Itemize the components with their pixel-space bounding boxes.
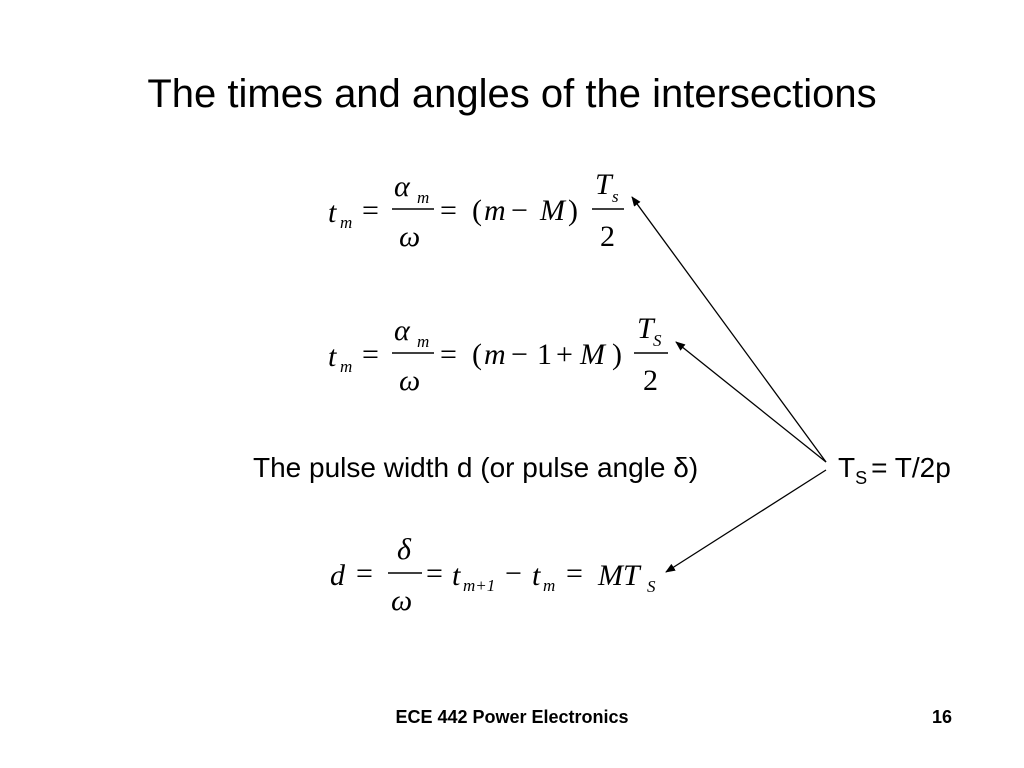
svg-text:t: t: [532, 559, 541, 592]
svg-text:=: =: [440, 338, 457, 371]
pulse-width-text: The pulse width d (or pulse angle δ): [253, 452, 699, 483]
svg-text:ω: ω: [399, 220, 420, 253]
equation-1: t m = α m ω = ( m − M ) T s 2: [328, 168, 624, 253]
svg-text:S: S: [647, 577, 656, 596]
svg-text:m: m: [484, 194, 506, 227]
arrow-to-eq2: [675, 341, 827, 463]
svg-text:): ): [612, 338, 622, 371]
svg-text:m: m: [484, 338, 506, 371]
svg-text:1: 1: [537, 338, 552, 371]
svg-text:ω: ω: [391, 584, 412, 617]
arrow-to-eq3: [665, 469, 827, 573]
svg-text:): ): [568, 194, 578, 227]
svg-text:−: −: [505, 557, 522, 590]
svg-text:d: d: [330, 559, 346, 592]
ts-subscript: S: [855, 468, 868, 488]
svg-text:M: M: [539, 194, 567, 227]
slide-title: The times and angles of the intersection…: [147, 72, 877, 116]
svg-text:S: S: [653, 331, 662, 350]
svg-text:+: +: [556, 338, 573, 371]
svg-text:2: 2: [643, 364, 658, 397]
svg-text:M: M: [579, 338, 607, 371]
svg-text:t: t: [328, 340, 337, 373]
svg-text:m+1: m+1: [463, 576, 495, 595]
svg-text:2: 2: [600, 220, 615, 253]
arrow-to-eq1: [631, 196, 827, 463]
svg-text:m: m: [417, 332, 429, 351]
svg-text:T: T: [595, 168, 614, 201]
svg-text:=: =: [566, 557, 583, 590]
svg-text:=: =: [356, 557, 373, 590]
svg-text:−: −: [511, 194, 528, 227]
svg-text:−: −: [511, 338, 528, 371]
svg-text:α: α: [394, 314, 411, 347]
svg-text:ω: ω: [399, 364, 420, 397]
svg-text:T: T: [637, 312, 656, 345]
svg-text:=: =: [426, 557, 443, 590]
svg-text:=: =: [362, 338, 379, 371]
ts-main: T: [838, 452, 856, 483]
svg-text:m: m: [543, 576, 555, 595]
equation-3: d = δ ω = t m+1 − t m = MT S: [330, 533, 656, 617]
svg-text:t: t: [452, 559, 461, 592]
footer-course: ECE 442 Power Electronics: [395, 707, 629, 727]
ts-definition: TS= T/2p: [838, 452, 951, 488]
svg-text:(: (: [472, 194, 482, 227]
svg-text:(: (: [472, 338, 482, 371]
svg-text:α: α: [394, 170, 411, 203]
ts-rest: = T/2p: [871, 452, 951, 483]
svg-text:m: m: [417, 188, 429, 207]
svg-text:=: =: [440, 194, 457, 227]
svg-text:δ: δ: [397, 533, 412, 566]
svg-text:m: m: [340, 213, 352, 232]
svg-text:t: t: [328, 196, 337, 229]
svg-text:=: =: [362, 194, 379, 227]
svg-text:MT: MT: [597, 559, 642, 592]
equation-2: t m = α m ω = ( m − 1 + M ) T S 2: [328, 312, 668, 397]
arrows: [631, 196, 827, 573]
footer-page-number: 16: [932, 707, 953, 727]
svg-text:s: s: [612, 187, 619, 206]
svg-text:m: m: [340, 357, 352, 376]
